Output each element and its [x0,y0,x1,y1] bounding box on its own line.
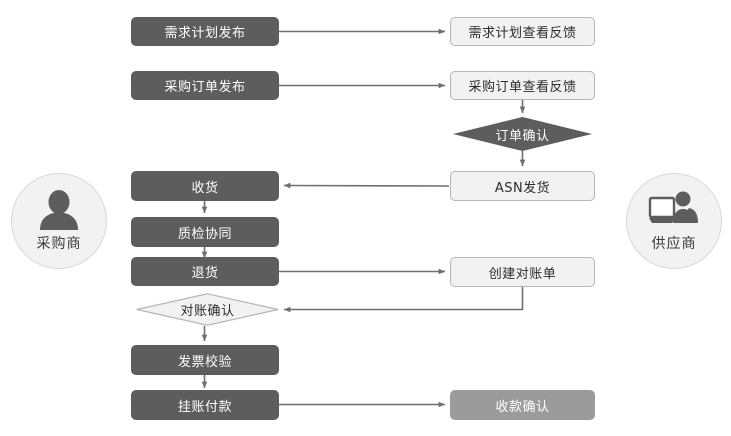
node-payable-payment[interactable]: 挂账付款 [131,390,279,420]
node-asn-ship[interactable]: ASN发货 [450,171,595,201]
node-label: 创建对账单 [488,266,557,282]
node-create-statement[interactable]: 创建对账单 [450,257,595,287]
node-po-publish[interactable]: 采购订单发布 [131,71,279,100]
actor-buyer[interactable]: 采购商 [11,173,107,269]
node-demand-plan-feedback[interactable]: 需求计划查看反馈 [450,17,595,46]
node-receipt-confirm[interactable]: 收款确认 [450,390,595,420]
node-demand-plan-publish[interactable]: 需求计划发布 [131,17,279,46]
node-label: 收款确认 [495,399,550,415]
node-label: 收货 [191,180,219,196]
node-label: 订单确认 [495,128,550,144]
node-invoice-check[interactable]: 发票校验 [131,345,279,375]
node-order-confirm[interactable]: 订单确认 [453,117,592,151]
node-label: ASN发货 [494,180,551,196]
diamond-shape-icon [453,117,592,151]
edge-statement-to-confirm [283,287,524,313]
actor-supplier-label: 供应商 [651,235,697,252]
edge-asn-to-receive [283,182,450,189]
node-label: 需求计划发布 [164,26,246,41]
node-statement-confirm[interactable]: 对账确认 [136,293,279,326]
node-label: 对账确认 [180,304,235,319]
node-label: 采购订单发布 [164,80,246,95]
diamond-shape-icon [136,293,279,326]
node-receive-goods[interactable]: 收货 [131,171,279,201]
node-label: 需求计划查看反馈 [468,26,577,41]
node-label: 发票校验 [177,354,232,370]
node-quality-collaboration[interactable]: 质检协同 [131,217,279,247]
actor-supplier[interactable]: 供应商 [626,173,722,269]
node-label: 挂账付款 [177,399,232,415]
node-label: 采购订单查看反馈 [468,80,577,95]
person-avatar-icon [37,189,81,230]
node-return-goods[interactable]: 退货 [131,257,279,286]
person-at-computer-icon [648,190,700,230]
node-po-feedback[interactable]: 采购订单查看反馈 [450,71,595,100]
node-label: 退货 [191,266,219,281]
actor-buyer-label: 采购商 [36,235,82,252]
node-label: 质检协同 [177,226,232,242]
